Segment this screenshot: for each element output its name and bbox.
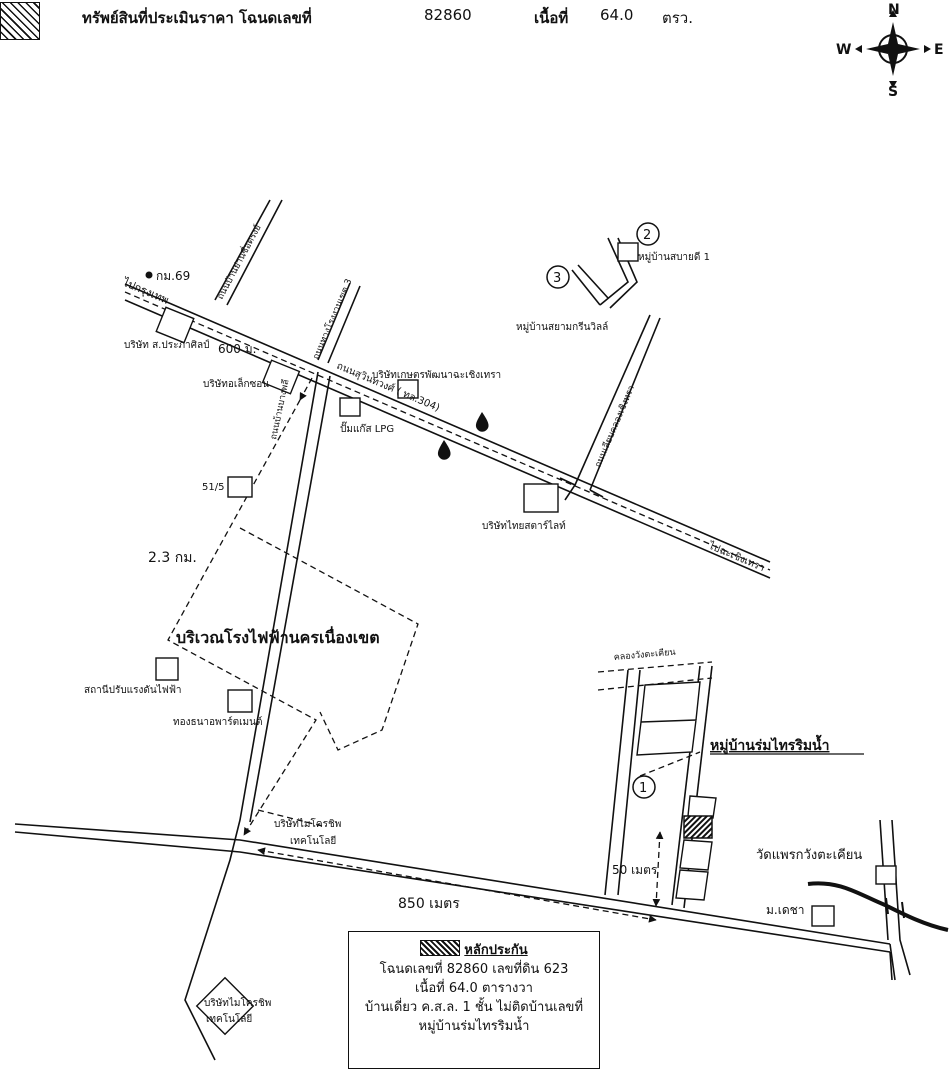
dist-600-line: [299, 377, 313, 401]
label-co4: ปั๊มแก๊ส LPG: [340, 421, 394, 435]
building-apartment: [227, 689, 253, 713]
marker-2-label: 2: [643, 228, 651, 243]
label-canal: คลองวังตะเคียน: [613, 647, 676, 663]
compass-w: W: [836, 42, 851, 58]
marker-3: [546, 265, 570, 289]
hatch-swatch: [0, 2, 40, 40]
marker-3-label: 3: [553, 271, 561, 286]
label-co6: บริษัทไทยสตาร์ไลท์: [482, 520, 566, 532]
village-access: [599, 237, 629, 306]
dist-50-line: [652, 831, 664, 907]
collateral-plot: [683, 815, 713, 839]
legend-title-row: หลักประกัน: [349, 940, 599, 960]
km69-marker: [145, 271, 153, 279]
highway-304: [124, 283, 771, 579]
building-co3: [261, 359, 301, 395]
marker-1-label: 1: [639, 781, 647, 796]
building-temple: [875, 865, 897, 885]
dist-23-line: [167, 399, 317, 836]
building-substation: [155, 657, 179, 681]
area-unit: ตรว.: [662, 9, 693, 27]
label-road-c: ถนนบ้านบางพลี: [268, 378, 292, 440]
label-power-plant: บริเวณโรงไฟฟ้านครเนื่องเขต: [176, 626, 380, 647]
label-temple: วัดแพรกวังตะเคียน: [756, 847, 862, 863]
fuel-icon: [475, 412, 489, 432]
road-a: [214, 199, 271, 301]
village-plots: [604, 665, 717, 909]
label-micro2a: บริษัทไมโครชิพ: [204, 996, 271, 1009]
label-50m: 50 เมตร: [612, 863, 658, 877]
building-co2: [397, 379, 419, 399]
label-co2: บริษัทเกษตรพัฒนาฉะเชิงเทรา: [372, 370, 501, 381]
compass-n: N: [888, 2, 900, 18]
label-23km: 2.3 กม.: [148, 550, 197, 566]
road-c: [184, 371, 331, 1061]
road-d: [559, 314, 661, 501]
legend-line1: โฉนดเลขที่ 82860 เลขที่ดิน 623: [379, 962, 569, 977]
marker-1: [632, 775, 656, 799]
legend-line2: เนื้อที่ 64.0 ตารางวา: [415, 981, 533, 996]
label-apartment: ทองธนาอพาร์ตเมนต์: [173, 716, 262, 728]
asset-label: ทรัพย์สินที่ประเมินราคา โฉนดเลขที่: [82, 9, 312, 27]
label-micro1a: บริษัทไมโครชิพ: [274, 817, 341, 830]
river: [807, 881, 949, 932]
label-v3: หมู่บ้านสยามกรีนวิลล์: [516, 321, 608, 333]
canal-line: [597, 661, 713, 673]
building-co5: [227, 476, 253, 498]
building-micro2: [195, 976, 255, 1036]
power-plant-boundary: [239, 527, 419, 751]
dist-850-line: [257, 847, 657, 923]
deed-number: 82860: [424, 6, 472, 24]
label-600m: 600 ม.: [218, 342, 256, 356]
building-co1: [155, 306, 195, 344]
legend-line3: บ้านเดี่ยว ค.ส.ล. 1 ชั้น ไม่ติดบ้านเลขที…: [364, 1000, 584, 1015]
label-km69: กม.69: [156, 269, 190, 283]
road-b: [317, 282, 351, 361]
label-substation: สถานีปรับแรงดันไฟฟ้า: [84, 684, 182, 696]
road-b-east: [327, 285, 361, 364]
hatch-swatch-icon: [420, 940, 461, 956]
label-road-b: ถนนทางโรงงานเขต 3: [311, 277, 355, 361]
building-co6: [523, 483, 559, 513]
compass-s: S: [888, 84, 898, 100]
label-co3: บริษัทอเล็กซอน: [203, 376, 269, 390]
area-value: 64.0: [600, 6, 634, 24]
building-school: [811, 905, 835, 927]
fuel-icon: [437, 440, 451, 460]
building-co4: [339, 397, 361, 417]
road-a-east: [226, 199, 283, 306]
legend-title: หลักประกัน: [464, 943, 528, 958]
lower-road: [14, 823, 896, 981]
marker-2: [636, 222, 660, 246]
compass-rose-icon: N S W E: [836, 2, 944, 100]
label-micro1b: เทคโนโลยี: [290, 834, 336, 847]
label-road-d: ถนนเลียบคลองเชิงทรา: [593, 384, 638, 469]
area-label: เนื้อที่: [534, 9, 569, 27]
legend-line4: หมู่บ้านร่มไทรริมน้ำ: [418, 1019, 530, 1034]
label-850m: 850 เมตร: [398, 896, 460, 912]
label-school: ม.เดชา: [766, 903, 805, 917]
label-v2: หมู่บ้านสบายดี 1: [638, 251, 710, 263]
label-co5: 51/5: [202, 482, 224, 493]
label-micro2b: เทคโนโลยี: [206, 1012, 252, 1025]
label-village: หมู่บ้านร่มไทรริมน้ำ: [710, 734, 830, 754]
collateral-legend: หลักประกัน โฉนดเลขที่ 82860 เลขที่ดิน 62…: [348, 931, 600, 1069]
label-road-a: ถนนบ้านย่านซื่อตรงย์: [213, 222, 263, 301]
building-v2: [617, 242, 639, 262]
compass-e: E: [934, 42, 944, 58]
label-co1: บริษัท ส.ประภาศิลป์: [124, 339, 209, 351]
